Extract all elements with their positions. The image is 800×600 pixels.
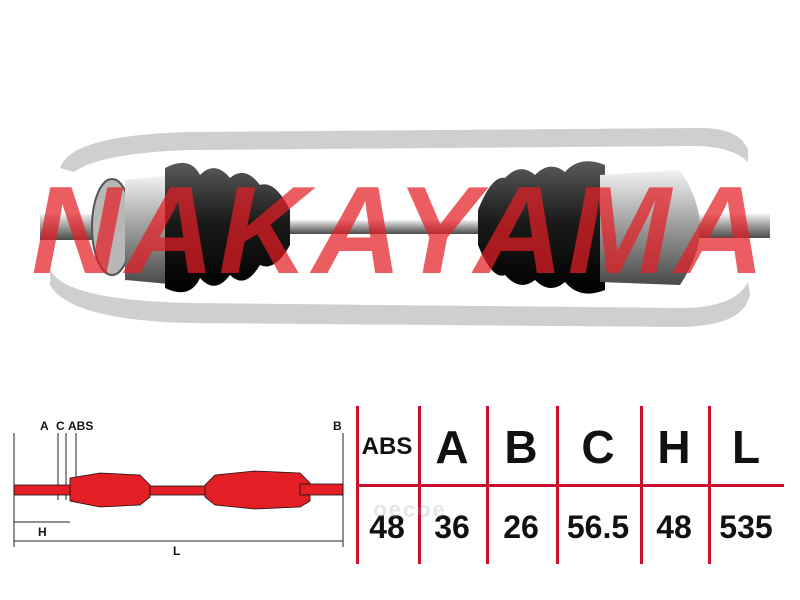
brand-logo-text: NAKAYAMA <box>32 162 769 300</box>
value-l: 535 <box>719 508 773 545</box>
header-abs: ABS <box>361 433 413 460</box>
value-abs: 48 <box>369 508 405 545</box>
header-a: A <box>435 421 469 473</box>
swoosh-top <box>60 128 748 172</box>
header-c: C <box>581 421 615 473</box>
schematic-shaft <box>13 470 344 510</box>
value-h: 48 <box>656 508 692 545</box>
header-h: H <box>657 421 691 473</box>
label-h: H <box>38 525 47 539</box>
label-b: B <box>333 419 342 433</box>
spec-table: ABS A B C H L 48 36 26 56.5 48 535 <box>356 406 784 566</box>
label-c: C <box>56 419 65 433</box>
value-b: 26 <box>503 508 539 545</box>
watermark: oecoe <box>373 497 447 522</box>
schematic-diagram: A C ABS B H L <box>13 419 344 558</box>
value-c: 56.5 <box>566 508 630 545</box>
value-a: 36 <box>434 508 470 545</box>
label-l: L <box>173 544 180 558</box>
product-photo: NAKAYAMA <box>32 128 770 327</box>
label-a: A <box>40 419 49 433</box>
swoosh-bottom <box>50 268 750 327</box>
label-abs: ABS <box>68 419 93 433</box>
header-l: L <box>731 421 761 473</box>
table-row-divider <box>356 484 784 487</box>
header-b: B <box>504 421 538 473</box>
axle-shaft <box>40 161 770 294</box>
